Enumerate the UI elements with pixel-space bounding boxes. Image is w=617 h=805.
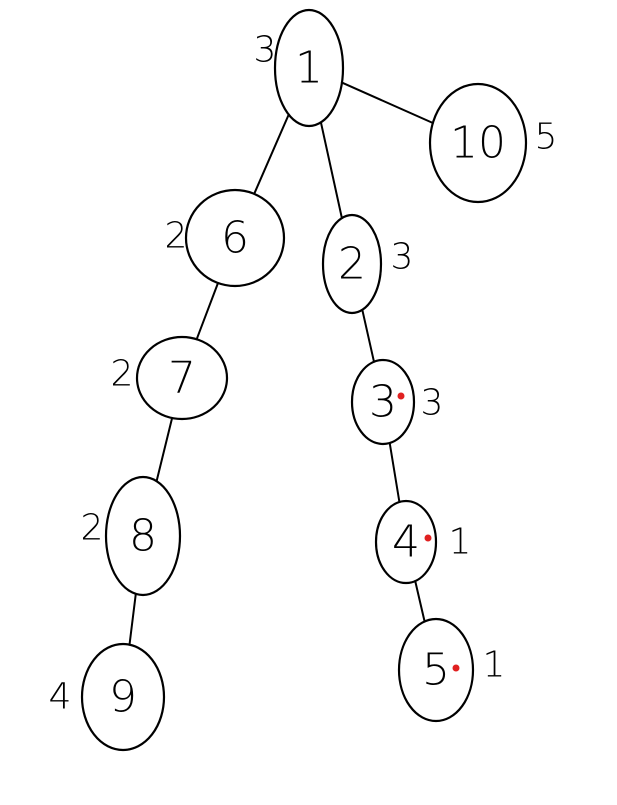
tree-node-9: 94 — [49, 642, 166, 752]
edges-layer — [128, 81, 434, 646]
node-circle — [135, 335, 229, 421]
node-label: 6 — [221, 213, 249, 264]
edge-1-10 — [340, 81, 434, 124]
node-weight-label: 3 — [254, 30, 277, 71]
node-circle — [374, 499, 438, 585]
node-weight-label: 3 — [421, 383, 444, 424]
node-weight-label: 4 — [49, 677, 72, 718]
node-label: 3 — [369, 377, 397, 428]
edge-6-7 — [195, 282, 219, 341]
tree-node-1: 13 — [254, 8, 345, 128]
node-weight-label: 2 — [111, 354, 134, 395]
node-label: 9 — [109, 672, 137, 723]
node-circle — [321, 213, 383, 315]
edge-4-5 — [414, 580, 426, 623]
node-circle — [350, 358, 416, 446]
node-circle — [428, 82, 528, 204]
node-label: 1 — [295, 43, 323, 94]
edge-8-9 — [128, 592, 137, 646]
node-circle — [104, 475, 182, 597]
tree-node-8: 82 — [81, 475, 182, 597]
edge-7-8 — [155, 417, 174, 483]
red-marker-dot — [397, 392, 405, 400]
node-weight-label: 1 — [449, 522, 472, 563]
node-circle — [184, 188, 286, 288]
node-weight-label: 1 — [483, 645, 506, 686]
edge-2-3 — [361, 308, 375, 363]
node-label: 7 — [168, 353, 196, 404]
edge-1-2 — [319, 121, 343, 220]
edge-1-6 — [253, 113, 290, 195]
node-weight-label: 5 — [535, 117, 558, 158]
node-weight-label: 2 — [165, 216, 188, 257]
node-label: 2 — [338, 239, 366, 290]
node-label: 8 — [129, 511, 157, 562]
red-marker-dot — [424, 534, 432, 542]
node-circle — [273, 8, 345, 128]
node-label: 10 — [450, 118, 506, 169]
edge-3-4 — [388, 442, 401, 503]
node-label: 4 — [392, 517, 420, 568]
tree-node-6: 62 — [165, 188, 286, 288]
node-label: 5 — [422, 645, 450, 696]
tree-node-7: 72 — [111, 335, 229, 421]
node-weight-label: 2 — [81, 508, 104, 549]
node-weight-label: 3 — [391, 237, 414, 278]
node-circle — [397, 617, 475, 723]
node-circle — [80, 642, 166, 752]
red-marker-dot — [452, 664, 460, 672]
tree-node-10: 10 5 — [428, 82, 558, 204]
